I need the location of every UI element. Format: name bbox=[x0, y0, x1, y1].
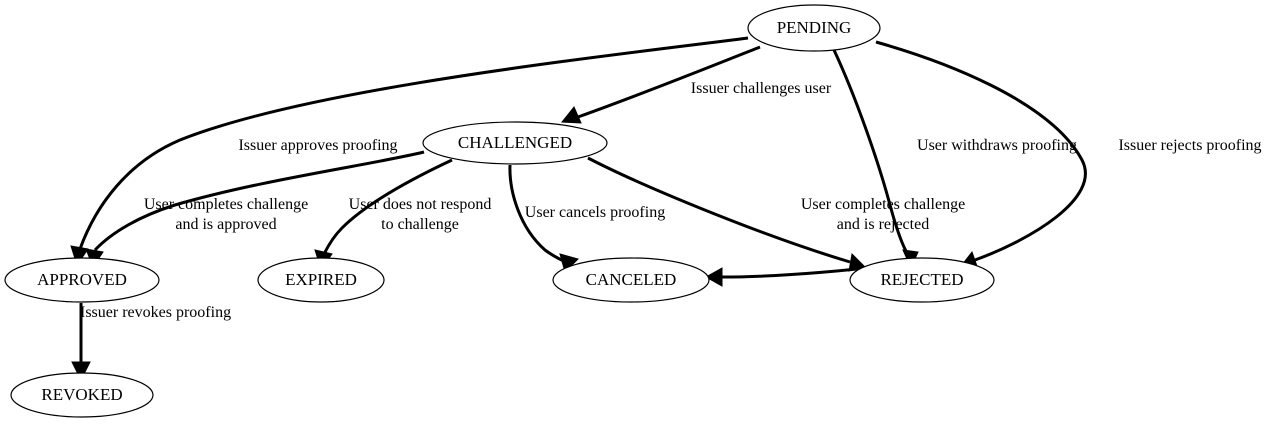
node-shape[interactable] bbox=[257, 257, 385, 303]
edge-label-line-1: User completes challenge bbox=[144, 196, 308, 213]
edge-label-issuer-revokes-proofing: Issuer revokes proofing bbox=[80, 304, 231, 321]
node-challenged[interactable]: CHALLENGED bbox=[422, 121, 608, 165]
edge-label-user-completes-challenge-rejected: User completes challenge and is rejected bbox=[801, 196, 965, 233]
edge-label-user-cancels-proofing: User cancels proofing bbox=[525, 204, 665, 221]
node-label: CHALLENGED bbox=[458, 133, 572, 152]
edge-label-line-2: and is rejected bbox=[837, 216, 929, 233]
node-shape[interactable] bbox=[10, 372, 154, 418]
node-label: CANCELED bbox=[586, 270, 677, 289]
edge-label-user-does-not-respond: User does not respond to challenge bbox=[349, 196, 492, 233]
node-shape[interactable] bbox=[747, 4, 881, 52]
edge-pending-to-approved bbox=[70, 36, 749, 267]
edge-label-line-2: to challenge bbox=[381, 216, 459, 233]
arrowhead-icon bbox=[561, 106, 582, 124]
edge-challenged-to-rejected bbox=[587, 156, 865, 272]
node-label: APPROVED bbox=[37, 270, 127, 289]
edge-pending-to-rejected bbox=[875, 40, 1087, 270]
node-label: PENDING bbox=[777, 18, 852, 37]
edge-pending-to-challenged bbox=[561, 45, 761, 124]
edge-label-line-2: and is approved bbox=[175, 216, 276, 233]
node-revoked[interactable]: REVOKED bbox=[10, 372, 154, 418]
arrowhead-icon bbox=[70, 245, 89, 267]
edge-label-user-withdraws-proofing: User withdraws proofing bbox=[917, 137, 1077, 154]
edge-path bbox=[508, 164, 569, 265]
edge-label-issuer-challenges-user: Issuer challenges user bbox=[691, 80, 832, 97]
node-shape[interactable] bbox=[849, 257, 995, 303]
node-canceled[interactable]: CANCELED bbox=[552, 257, 710, 303]
edge-label-user-completes-challenge-approved: User completes challenge and is approved bbox=[144, 196, 308, 233]
node-label: REJECTED bbox=[880, 270, 963, 289]
node-shape[interactable] bbox=[422, 121, 608, 165]
edge-path bbox=[832, 49, 912, 259]
arrowhead-icon bbox=[71, 361, 91, 382]
edge-label-issuer-rejects-proofing: Issuer rejects proofing bbox=[1118, 137, 1261, 154]
edge-path bbox=[875, 40, 1087, 262]
edge-path bbox=[322, 158, 453, 255]
edge-challenged-to-expired bbox=[314, 158, 453, 271]
node-label: EXPIRED bbox=[285, 270, 357, 289]
edge-path bbox=[577, 45, 761, 119]
edge-approved-to-revoked bbox=[71, 303, 91, 382]
edge-pending-to-canceled bbox=[832, 49, 919, 270]
node-rejected[interactable]: REJECTED bbox=[849, 257, 995, 303]
node-label: REVOKED bbox=[41, 385, 122, 404]
edge-path bbox=[78, 36, 749, 250]
node-approved[interactable]: APPROVED bbox=[4, 257, 160, 303]
node-shape[interactable] bbox=[4, 257, 160, 303]
edge-label-line-1: User completes challenge bbox=[801, 196, 965, 213]
node-pending[interactable]: PENDING bbox=[747, 4, 881, 52]
edge-label-issuer-approves-proofing: Issuer approves proofing bbox=[238, 137, 397, 154]
edge-path bbox=[587, 156, 851, 264]
arrowhead-icon bbox=[704, 267, 723, 287]
node-expired[interactable]: EXPIRED bbox=[257, 257, 385, 303]
edge-path bbox=[93, 150, 425, 252]
node-shape[interactable] bbox=[552, 257, 710, 303]
edge-label-line-1: User does not respond bbox=[349, 196, 492, 213]
